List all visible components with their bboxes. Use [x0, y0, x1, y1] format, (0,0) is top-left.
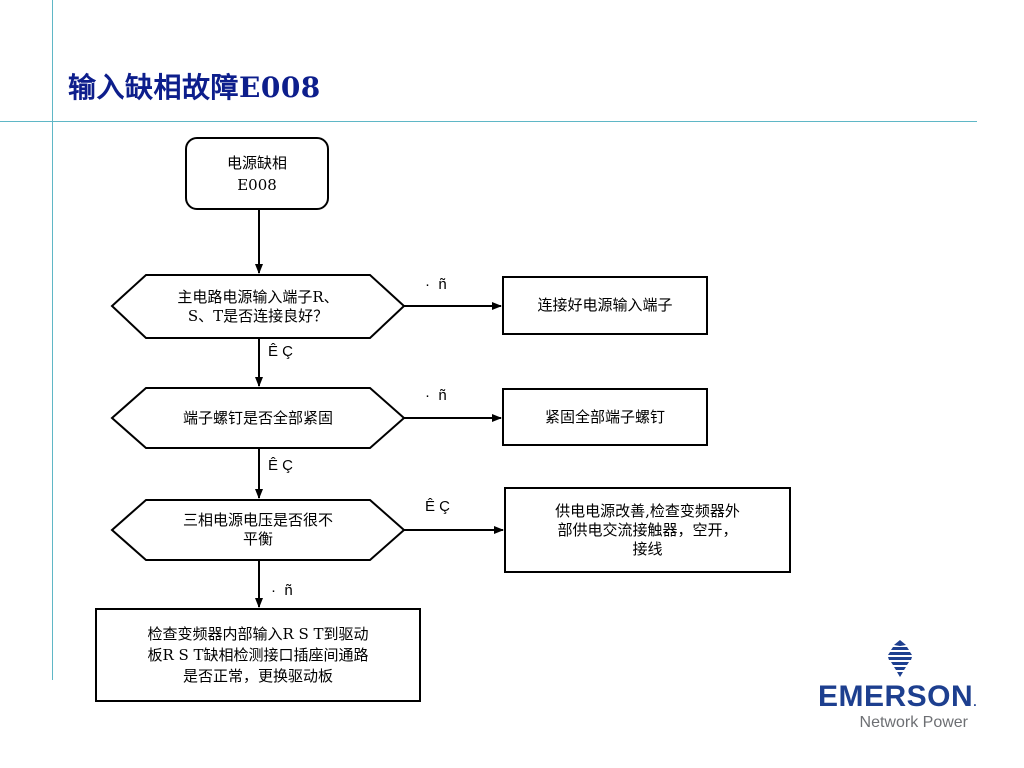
action-3-line-3: 接线: [632, 539, 663, 558]
edge-label-d1-down: Ê Ç: [268, 343, 294, 360]
page-title: 输入缺相故障E008: [68, 71, 321, 104]
decision-2-text: 端子螺钉是否全部紧固: [130, 388, 386, 448]
action-3-line-1: 供电电源改善,检查变频器外: [555, 501, 740, 520]
decision-3-line-1: 三相电源电压是否很不: [182, 511, 333, 529]
edge-label-d2-down: Ê Ç: [268, 457, 294, 474]
start-line-1: 电源缺相: [226, 153, 287, 172]
start-node: [185, 137, 329, 210]
action-2-box: [502, 388, 708, 446]
decision-2-label: 端子螺钉是否全部紧固: [182, 408, 333, 427]
final-line-3: 是否正常，更换驱动板: [182, 666, 333, 685]
decision-1-shape: [110, 274, 406, 339]
decision-3-line-2: 平衡: [242, 530, 273, 548]
logo-wordmark: EMERSON.: [818, 680, 990, 714]
action-2-label: 紧固全部端子螺钉: [544, 407, 665, 426]
action-2-text: 紧固全部端子螺钉: [503, 389, 707, 445]
edge-label-d3-down: · ñ: [271, 582, 293, 599]
final-box: [95, 608, 421, 702]
vertical-rule: [52, 0, 53, 680]
decision-2-shape: [110, 387, 406, 449]
decision-3-shape: [110, 499, 406, 561]
action-1-box: [502, 276, 708, 335]
edge-label-d1-right: · ñ: [425, 276, 447, 293]
decision-1-line-2: S、T是否连接良好？: [187, 306, 329, 325]
start-line-2: E008: [237, 175, 277, 194]
start-node-text: 电源缺相 E008: [186, 138, 328, 209]
emerson-diamond-icon: [888, 640, 912, 677]
logo-tagline: Network Power: [859, 714, 968, 731]
action-3-text: 供电电源改善,检查变频器外 部供电交流接触器，空开， 接线: [505, 488, 790, 572]
edge-label-d2-right: · ñ: [425, 387, 447, 404]
emerson-logo: EMERSON. Network Power: [818, 640, 990, 740]
action-1-text: 连接好电源输入端子: [503, 277, 707, 334]
edge-label-d3-right: Ê Ç: [425, 498, 451, 515]
horizontal-rule: [0, 121, 977, 122]
final-text: 检查变频器内部输入R S T到驱动 板R S T缺相检测接口插座间通路 是否正常…: [96, 609, 420, 701]
logo-name: EMERSON: [818, 680, 974, 713]
decision-1-line-1: 主电路电源输入端子R、: [177, 287, 339, 306]
action-3-box: [504, 487, 791, 573]
final-line-2: 板R S T缺相检测接口插座间通路: [147, 645, 369, 664]
logo-trademark: .: [973, 695, 978, 709]
action-1-label: 连接好电源输入端子: [537, 296, 673, 314]
decision-3-text: 三相电源电压是否很不 平衡: [130, 500, 386, 560]
final-line-1: 检查变频器内部输入R S T到驱动: [147, 624, 369, 643]
action-3-line-2: 部供电交流接触器，空开，: [557, 520, 738, 539]
decision-1-text: 主电路电源输入端子R、 S、T是否连接良好？: [130, 275, 386, 338]
